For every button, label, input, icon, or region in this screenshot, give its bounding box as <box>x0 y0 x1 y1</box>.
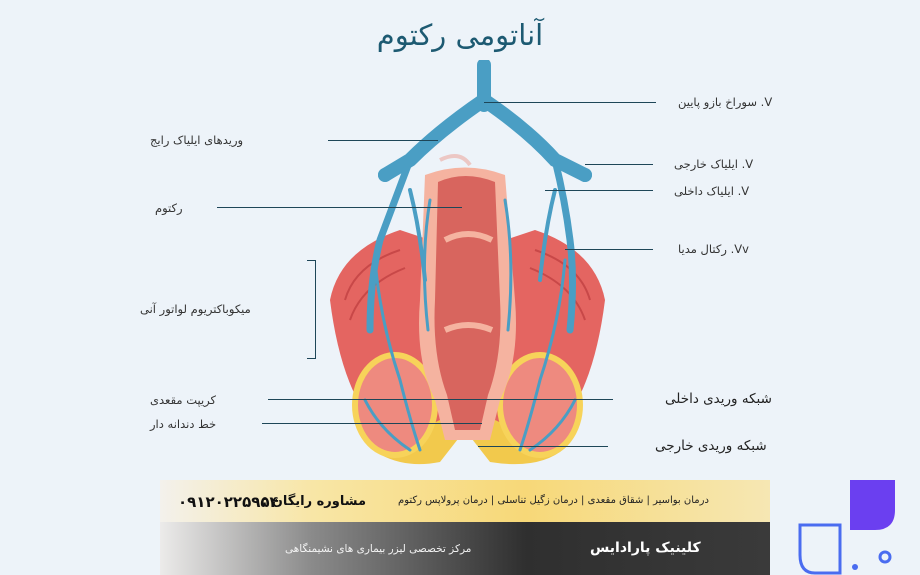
clinic-tagline: مرکز تخصصی لیزر بیماری های نشیمنگاهی <box>285 543 472 555</box>
leader-line <box>585 164 653 165</box>
label-middle-rectal: Vv. رکتال مدیا <box>678 242 749 256</box>
free-consult-label: مشاوره رایگان : <box>262 494 367 509</box>
leader-line <box>328 140 438 141</box>
clinic-name: کلینیک پارادایس <box>590 540 701 556</box>
rectum-anatomy-illustration <box>330 60 605 465</box>
page-title: آناتومی رکتوم <box>376 18 544 52</box>
leader-line <box>262 423 482 424</box>
clinic-logo-icon <box>798 480 895 575</box>
label-external-iliac: V. ایلیاک خارجی <box>674 157 754 171</box>
clinic-band <box>160 522 770 575</box>
leader-line <box>217 207 462 208</box>
phone-number[interactable]: ۰۹۱۲۰۲۲۵۹۵۴ <box>178 493 279 511</box>
bracket-line <box>307 260 316 261</box>
external-sphincter-right <box>497 352 583 458</box>
contact-band <box>160 480 770 522</box>
leader-line <box>478 446 608 447</box>
label-dentate-line: خط دندانه دار <box>150 417 217 431</box>
label-superior-rectal-vein: V. سوراخ بازو پایین <box>678 95 773 109</box>
label-external-plexus: شبکه وریدی خارجی <box>655 438 767 454</box>
bracket-line <box>307 358 316 359</box>
label-common-iliac-veins: وریدهای ایلیاک رایج <box>150 133 244 147</box>
label-rectum: رکتوم <box>155 201 183 215</box>
label-internal-iliac: V. ایلیاک داخلی <box>674 184 750 198</box>
leader-line <box>545 190 653 191</box>
leader-line <box>565 249 653 250</box>
leader-line <box>484 102 656 103</box>
leader-line <box>268 399 613 400</box>
services-list: درمان بواسیر | شقاق مقعدی | درمان زگیل ت… <box>398 495 709 506</box>
label-internal-plexus: شبکه وریدی داخلی <box>665 391 772 407</box>
bracket-line <box>315 260 316 358</box>
label-levator-ani: میکوباکتریوم لواتور آنی <box>140 302 251 316</box>
label-anal-crypt: کریپت مقعدی <box>150 393 217 407</box>
